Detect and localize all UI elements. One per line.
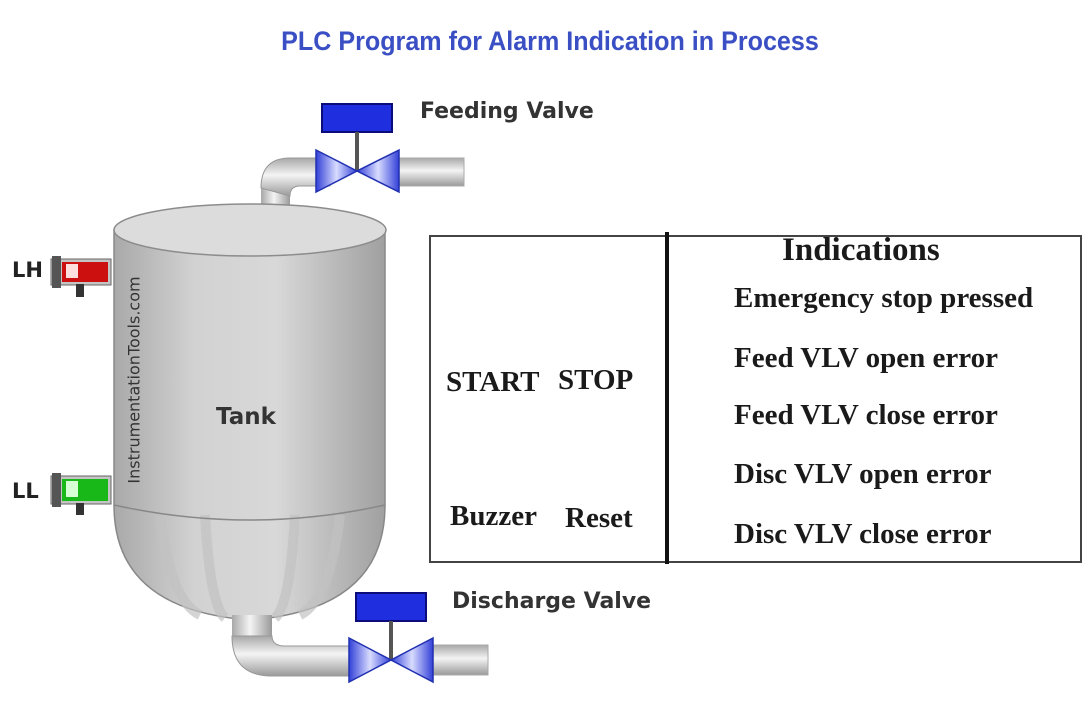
start-button-label: START	[446, 366, 540, 398]
level-low-label: LL	[12, 479, 39, 503]
indication-text-feed-close: Feed VLV close error	[734, 399, 998, 431]
tank-vessel	[113, 203, 387, 622]
feed-pipe	[260, 157, 465, 213]
discharge-pipe	[231, 615, 489, 677]
discharge-valve-label: Discharge Valve	[452, 589, 652, 614]
control-panel	[429, 235, 1082, 563]
level-high-label: LH	[12, 258, 43, 282]
page-title: PLC Program for Alarm Indication in Proc…	[281, 26, 819, 56]
indications-title: Indications	[782, 232, 940, 268]
stop-button-label: STOP	[558, 364, 634, 396]
indication-text-disc-close: Disc VLV close error	[734, 518, 992, 550]
indication-text-emergency-stop: Emergency stop pressed	[734, 282, 1034, 314]
indication-text-feed-open: Feed VLV open error	[734, 342, 998, 374]
panel-divider	[665, 232, 669, 564]
reset-button-label: Reset	[565, 502, 633, 534]
buzzer-label: Buzzer	[450, 500, 537, 532]
indication-text-disc-open: Disc VLV open error	[734, 458, 992, 490]
tank-label: Tank	[216, 404, 276, 430]
watermark: InstrumentationTools.com	[124, 276, 144, 484]
feeding-valve-label: Feeding Valve	[420, 99, 594, 124]
discharge-valve[interactable]	[348, 592, 434, 684]
level-high-sensor	[50, 256, 112, 297]
level-low-sensor	[50, 473, 112, 515]
feeding-valve[interactable]	[315, 103, 400, 194]
